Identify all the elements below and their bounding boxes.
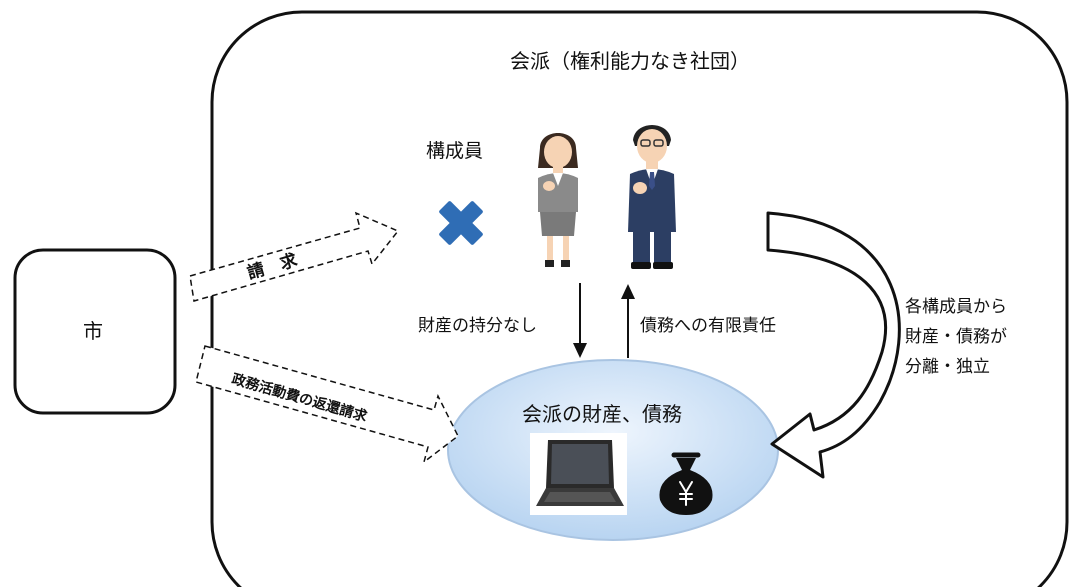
- separation-line-2: 財産・債務が: [905, 326, 1007, 347]
- members-label: 構成員: [426, 140, 484, 162]
- yen-money-bag-icon: [659, 452, 713, 515]
- no-share-arrow: [573, 283, 587, 358]
- female-member-icon: [538, 133, 578, 267]
- separation-line-3: 分離・独立: [905, 356, 990, 377]
- assets-label: 会派の財産、債務: [522, 402, 682, 426]
- laptop-icon: [530, 433, 627, 515]
- refund-claim-arrow: [195, 345, 459, 464]
- cross-mark-icon: [439, 201, 483, 245]
- separation-arrow: [766, 211, 901, 479]
- limited-liability-arrow: [621, 284, 635, 358]
- male-member-icon: [628, 125, 676, 269]
- city-label: 市: [83, 319, 103, 343]
- claim-arrow: [189, 211, 400, 302]
- separation-line-1: 各構成員から: [905, 297, 1007, 317]
- separation-text: 各構成員から 財産・債務が 分離・独立: [905, 293, 1007, 382]
- group-title: 会派（権利能力なき社団）: [510, 49, 750, 73]
- limited-liability-label: 債務への有限責任: [640, 316, 776, 336]
- no-share-label: 財産の持分なし: [418, 316, 537, 336]
- group-boundary: [210, 10, 1069, 587]
- city-box: [13, 248, 177, 415]
